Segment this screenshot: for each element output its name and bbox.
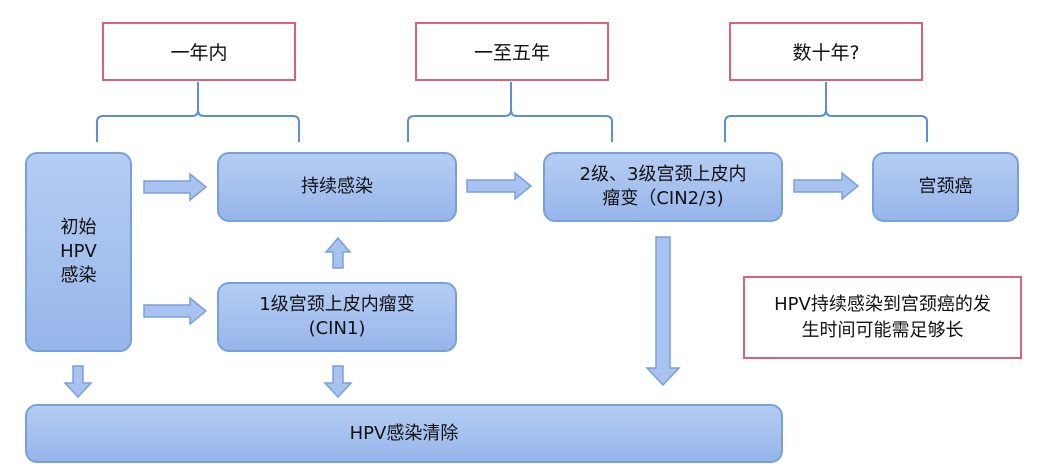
arrow-persistent-to-cin23 xyxy=(466,171,533,201)
time-label-within-one-year: 一年内 xyxy=(102,22,296,81)
arrow-initial-to-clearance xyxy=(63,365,93,399)
arrow-cin1-to-clearance xyxy=(323,365,353,399)
node-text-line: 瘤变（CIN2/3) xyxy=(602,188,724,209)
arrow-cin1-to-persistent xyxy=(324,236,352,269)
note-text-line: 生时间可能需足够长 xyxy=(801,319,964,341)
time-label-one-to-five-years: 一至五年 xyxy=(415,22,609,81)
time-label-text: 数十年? xyxy=(792,42,860,64)
node-text-line: 初始 xyxy=(60,217,97,238)
note-box: HPV持续感染到宫颈癌的发 生时间可能需足够长 xyxy=(743,276,1022,359)
node-cervical-cancer: 宫颈癌 xyxy=(872,152,1019,222)
arrow-initial-to-cin1 xyxy=(143,296,208,326)
node-persistent-infection: 持续感染 xyxy=(217,152,457,222)
brace-one-to-five-years xyxy=(407,82,613,142)
node-hpv-clearance: HPV感染清除 xyxy=(25,404,783,463)
node-text-line: 1级宫颈上皮内瘤变 xyxy=(259,294,415,315)
node-text: 持续感染 xyxy=(301,176,373,197)
time-label-text: 一至五年 xyxy=(473,42,550,64)
brace-decades xyxy=(724,82,928,142)
node-cin23: 2级、3级宫颈上皮内 瘤变（CIN2/3) xyxy=(543,152,783,222)
note-text-line: HPV持续感染到宫颈癌的发 xyxy=(774,293,991,315)
brace-within-one-year xyxy=(96,82,300,142)
arrow-cin23-to-cancer xyxy=(793,171,860,201)
node-text-line: 感染 xyxy=(60,265,97,286)
node-initial-hpv-infection: 初始 HPV 感染 xyxy=(25,152,132,352)
arrow-initial-to-persistent xyxy=(143,172,208,202)
node-text-line: 2级、3级宫颈上皮内 xyxy=(579,164,747,185)
time-label-text: 一年内 xyxy=(170,42,228,64)
node-text-line: (CIN1) xyxy=(308,318,366,339)
node-cin1: 1级宫颈上皮内瘤变 (CIN1) xyxy=(217,282,457,352)
time-label-decades: 数十年? xyxy=(729,22,923,81)
node-text: HPV感染清除 xyxy=(349,422,459,444)
arrow-cin23-to-clearance xyxy=(645,236,681,387)
node-text: 宫颈癌 xyxy=(918,176,973,197)
node-text-line: HPV xyxy=(60,241,97,262)
